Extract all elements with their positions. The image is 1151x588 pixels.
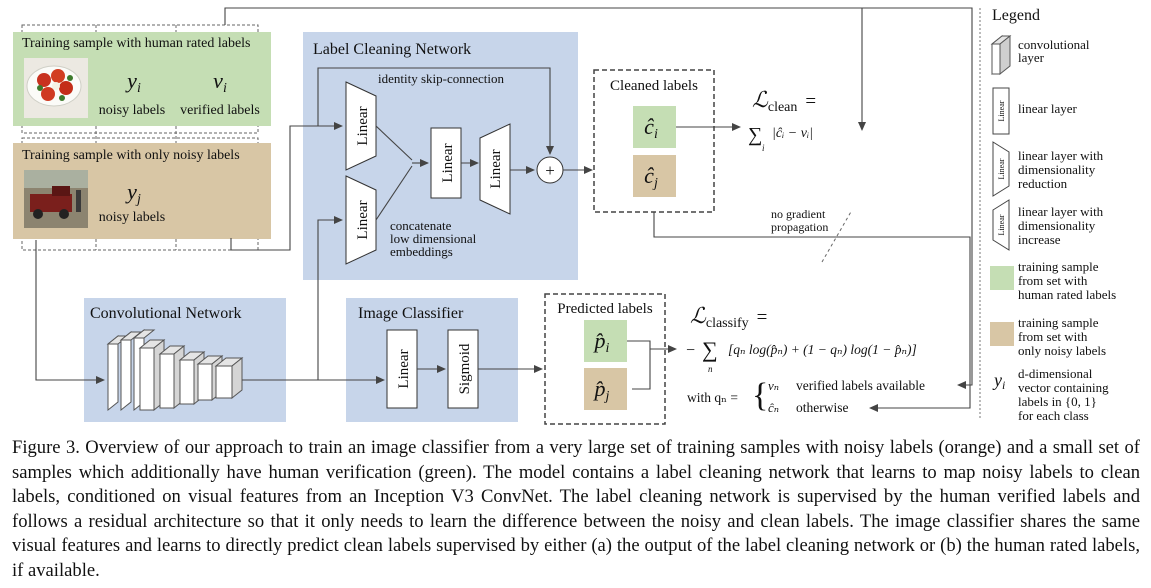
linear-layer-middle-label: Linear xyxy=(440,143,456,182)
legend-green-swatch xyxy=(990,266,1014,290)
sigmoid-layer xyxy=(447,329,479,409)
linear-reduction-bottom-label: Linear xyxy=(355,200,371,239)
legend-reduction-tag: Linear xyxy=(997,158,1006,179)
legend-linear-text: linear layer xyxy=(1018,101,1077,116)
c-i-symbol: ĉi xyxy=(644,114,658,142)
predicted-labels-box xyxy=(544,293,666,425)
y-i-symbol: yi xyxy=(125,68,141,96)
legend-y-symbol: yi xyxy=(992,370,1005,392)
verified-labels-caption: verified labels xyxy=(180,103,260,118)
p-j-symbol: p̂j xyxy=(593,376,610,404)
loss-classify-sum: ∑ xyxy=(702,337,718,362)
loss-clean-term: |ĉᵢ − vᵢ| xyxy=(772,126,813,141)
linear-reduction-bottom xyxy=(345,175,377,265)
linear-increase xyxy=(479,123,511,215)
linear-reduction-top xyxy=(345,81,377,171)
case2-text: otherwise xyxy=(796,400,848,415)
case-brace: { xyxy=(752,377,768,414)
loss-classify-term: [qₙ log(p̂ₙ) + (1 − qₙ) log(1 − p̂ₙ)] xyxy=(728,342,917,357)
loss-classify-header: ℒclassify= xyxy=(690,303,767,331)
legend-increase-icon xyxy=(992,199,1010,251)
legend-reduction-icon xyxy=(992,141,1010,197)
legend-tan-swatch xyxy=(990,322,1014,346)
loss-clean-sum: ∑ xyxy=(748,124,762,146)
salad-photo xyxy=(24,58,88,118)
p-i-symbol: p̂i xyxy=(593,328,610,356)
truck-photo xyxy=(24,170,88,228)
conv-network-title: Convolutional Network xyxy=(90,305,242,322)
case1-text: verified labels available xyxy=(796,378,925,393)
c-j-cell xyxy=(633,155,676,197)
noisy-labels-caption-noisy: noisy labels xyxy=(99,210,166,225)
legend-title: Legend xyxy=(992,7,1040,24)
image-classifier-panel xyxy=(346,298,518,422)
legend-increase-tag: Linear xyxy=(997,214,1006,235)
linear-reduction-top-label: Linear xyxy=(355,106,371,145)
image-classifier-title: Image Classifier xyxy=(358,305,464,322)
architecture-diagram: Training sample with human rated labels … xyxy=(13,7,1116,425)
classifier-linear-layer xyxy=(386,329,418,409)
y-j-symbol: yj xyxy=(125,179,141,207)
legend-linear-tag: Linear xyxy=(997,100,1006,121)
p-j-cell xyxy=(584,368,627,410)
skip-connection-label: identity skip-connection xyxy=(378,71,505,86)
legend-linear-icon xyxy=(992,87,1010,135)
sigmoid-label: Sigmoid xyxy=(457,343,473,394)
conv-layer-stack xyxy=(106,328,244,412)
figure-caption: Figure 3. Overview of our approach to tr… xyxy=(12,437,1140,581)
c-j-symbol: ĉj xyxy=(644,163,658,191)
p-i-cell xyxy=(584,320,627,362)
connections xyxy=(35,7,973,412)
human-sample-title: Training sample with human rated labels xyxy=(22,36,251,51)
case2-symbol: ĉₙ xyxy=(768,400,779,415)
loss-classify-minus: − xyxy=(686,342,695,359)
loss-classify-sum-index: n xyxy=(708,364,713,374)
noisy-sample-title: Training sample with only noisy labels xyxy=(22,148,240,163)
sum-node-plus: + xyxy=(545,161,555,180)
sample-dashed-connectors xyxy=(95,25,177,250)
classifier-linear-label: Linear xyxy=(396,349,412,388)
v-i-symbol: vi xyxy=(213,68,227,96)
no-gradient-cut xyxy=(821,209,853,263)
legend-conv-icon xyxy=(990,34,1012,76)
loss-clean-sum-index: i xyxy=(762,143,765,153)
c-i-cell xyxy=(633,106,676,148)
label-cleaning-title: Label Cleaning Network xyxy=(313,41,471,58)
cleaned-labels-title: Cleaned labels xyxy=(610,78,698,94)
loss-clean-header: ℒclean= xyxy=(752,87,816,115)
noisy-labels-caption-human: noisy labels xyxy=(99,103,166,118)
predicted-labels-title: Predicted labels xyxy=(557,301,653,317)
case1-symbol: vₙ xyxy=(768,378,779,393)
loss-classify-with: with qₙ = xyxy=(687,390,738,405)
linear-increase-label: Linear xyxy=(488,149,504,188)
